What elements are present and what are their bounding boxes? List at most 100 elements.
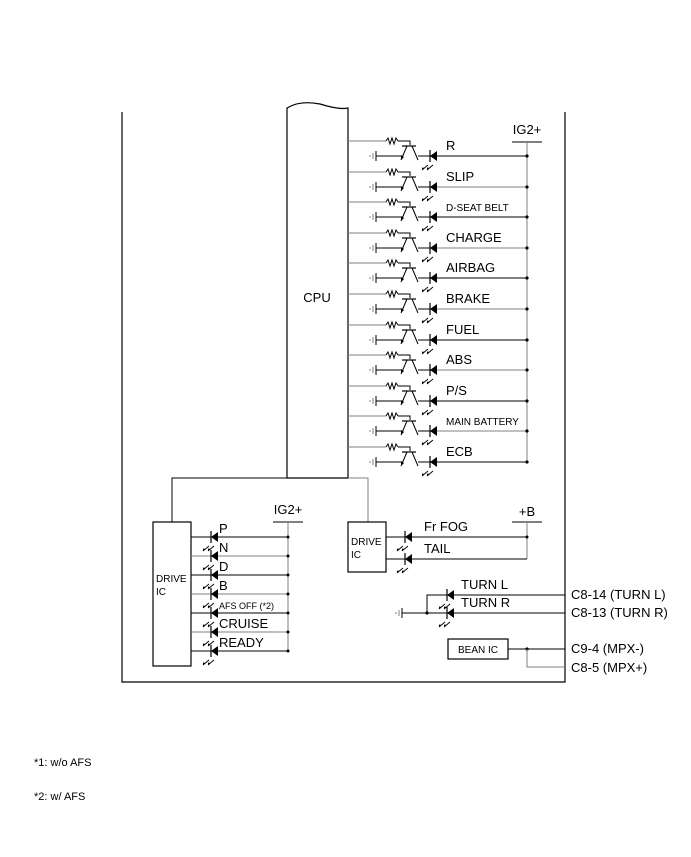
drive-ic-right-label-2: IC (351, 550, 361, 561)
ground-icon (369, 426, 377, 436)
resistor-icon (385, 167, 399, 177)
led-icon (202, 626, 218, 647)
drive-ic-right-row: Fr FOG (386, 519, 529, 552)
bean-terminal-mpx-minus: C9-4 (MPX-) (571, 641, 644, 656)
led-icon (202, 569, 218, 590)
drive-ic-left-row: READY (191, 635, 290, 666)
led-icon (202, 550, 218, 571)
meter-frame (121, 112, 566, 683)
resistor-icon (385, 381, 399, 391)
resistor-icon (385, 350, 399, 360)
led-icon (421, 150, 437, 171)
cpu-to-drive-ic-wires (171, 477, 369, 522)
warning-row: P/S (348, 381, 529, 416)
transistor-icon (400, 176, 419, 192)
drive-ic-left-row-label: CRUISE (219, 616, 268, 631)
cpu-block: CPU (286, 102, 349, 479)
drive-ic-left-row: B (191, 578, 290, 609)
transistor-icon (400, 145, 419, 161)
ig2-main-label: IG2+ (513, 122, 542, 137)
drive-ic-left-row: P (191, 521, 290, 552)
led-icon (421, 242, 437, 263)
warning-row-label: BRAKE (446, 291, 490, 306)
drive-ic-left-row-label: AFS OFF (*2) (219, 601, 274, 611)
bean-ic-label: BEAN IC (458, 645, 498, 656)
warning-row: CHARGE (348, 228, 529, 263)
drive-ic-left-label-1: DRIVE (156, 574, 187, 585)
warning-row-label: ECB (446, 444, 473, 459)
led-icon (421, 211, 437, 232)
resistor-icon (385, 136, 399, 146)
turn-row-label: TURN R (461, 595, 510, 610)
turn-indicator-rows: TURN L C8-14 (TURN L) TURN R C8-13 (TURN R) (395, 577, 668, 628)
led-icon (396, 553, 412, 574)
turn-row-label: TURN L (461, 577, 508, 592)
drive-ic-left-row-label: P (219, 521, 228, 536)
led-icon (202, 531, 218, 552)
drive-ic-left-row: D (191, 559, 290, 590)
turn-terminal-label: C8-14 (TURN L) (571, 587, 666, 602)
ground-icon (369, 151, 377, 161)
drive-ic-left-row-label: READY (219, 635, 264, 650)
cpu-label: CPU (303, 290, 330, 305)
warning-row-label: P/S (446, 383, 467, 398)
ground-symbol (395, 608, 403, 618)
ground-icon (369, 243, 377, 253)
drive-ic-left-label-2: IC (156, 587, 166, 598)
drive-ic-right-supply-label: +B (519, 504, 535, 519)
warning-row-label: FUEL (446, 322, 479, 337)
led-icon (421, 425, 437, 446)
ground-icon (369, 335, 377, 345)
ground-icon (369, 365, 377, 375)
resistor-icon (385, 228, 399, 238)
turn-row: TURN L C8-14 (TURN L) (438, 577, 666, 610)
warning-row: AIRBAG (348, 258, 529, 293)
led-icon (421, 395, 437, 416)
led-icon (202, 588, 218, 609)
led-icon (421, 456, 437, 477)
transistor-icon (400, 390, 419, 406)
warning-row-label: CHARGE (446, 230, 502, 245)
drive-ic-left: DRIVE IC IG2+ (152, 502, 303, 667)
drive-ic-right-row: TAIL (386, 541, 527, 574)
drive-ic-left-row-label: D (219, 559, 228, 574)
led-icon (421, 272, 437, 293)
transistor-icon (400, 267, 419, 283)
warning-row-label: ABS (446, 352, 472, 367)
warning-row: FUEL (348, 320, 529, 355)
ground-icon (369, 304, 377, 314)
transistor-icon (400, 359, 419, 375)
led-icon (438, 589, 454, 610)
transistor-icon (400, 206, 419, 222)
resistor-icon (385, 289, 399, 299)
ground-icon (369, 396, 377, 406)
ground-icon (369, 212, 377, 222)
warning-row: BRAKE (348, 289, 529, 324)
resistor-icon (385, 197, 399, 207)
transistor-icon (400, 451, 419, 467)
led-icon (438, 607, 454, 628)
drive-ic-left-row: AFS OFF (*2) (191, 601, 290, 628)
warning-row-label: R (446, 138, 455, 153)
drive-ic-right: DRIVE IC +B (347, 504, 542, 573)
led-icon (421, 303, 437, 324)
drive-ic-left-supply-label: IG2+ (274, 502, 303, 517)
drive-ic-right-row-label: Fr FOG (424, 519, 468, 534)
drive-ic-left-row: CRUISE (191, 616, 290, 647)
led-icon (421, 364, 437, 385)
turn-terminal-label: C8-13 (TURN R) (571, 605, 668, 620)
resistor-icon (385, 442, 399, 452)
bean-terminal-mpx-plus: C8-5 (MPX+) (571, 660, 647, 675)
warning-row: D-SEAT BELT (348, 197, 529, 232)
transistor-icon (400, 298, 419, 314)
led-icon (421, 334, 437, 355)
led-icon (421, 181, 437, 202)
warning-row-label: AIRBAG (446, 260, 495, 275)
ground-icon (369, 182, 377, 192)
warning-row: R (348, 136, 529, 171)
resistor-icon (385, 320, 399, 330)
led-icon (202, 607, 218, 628)
drive-ic-right-rows: Fr FOG TAIL (386, 519, 529, 574)
